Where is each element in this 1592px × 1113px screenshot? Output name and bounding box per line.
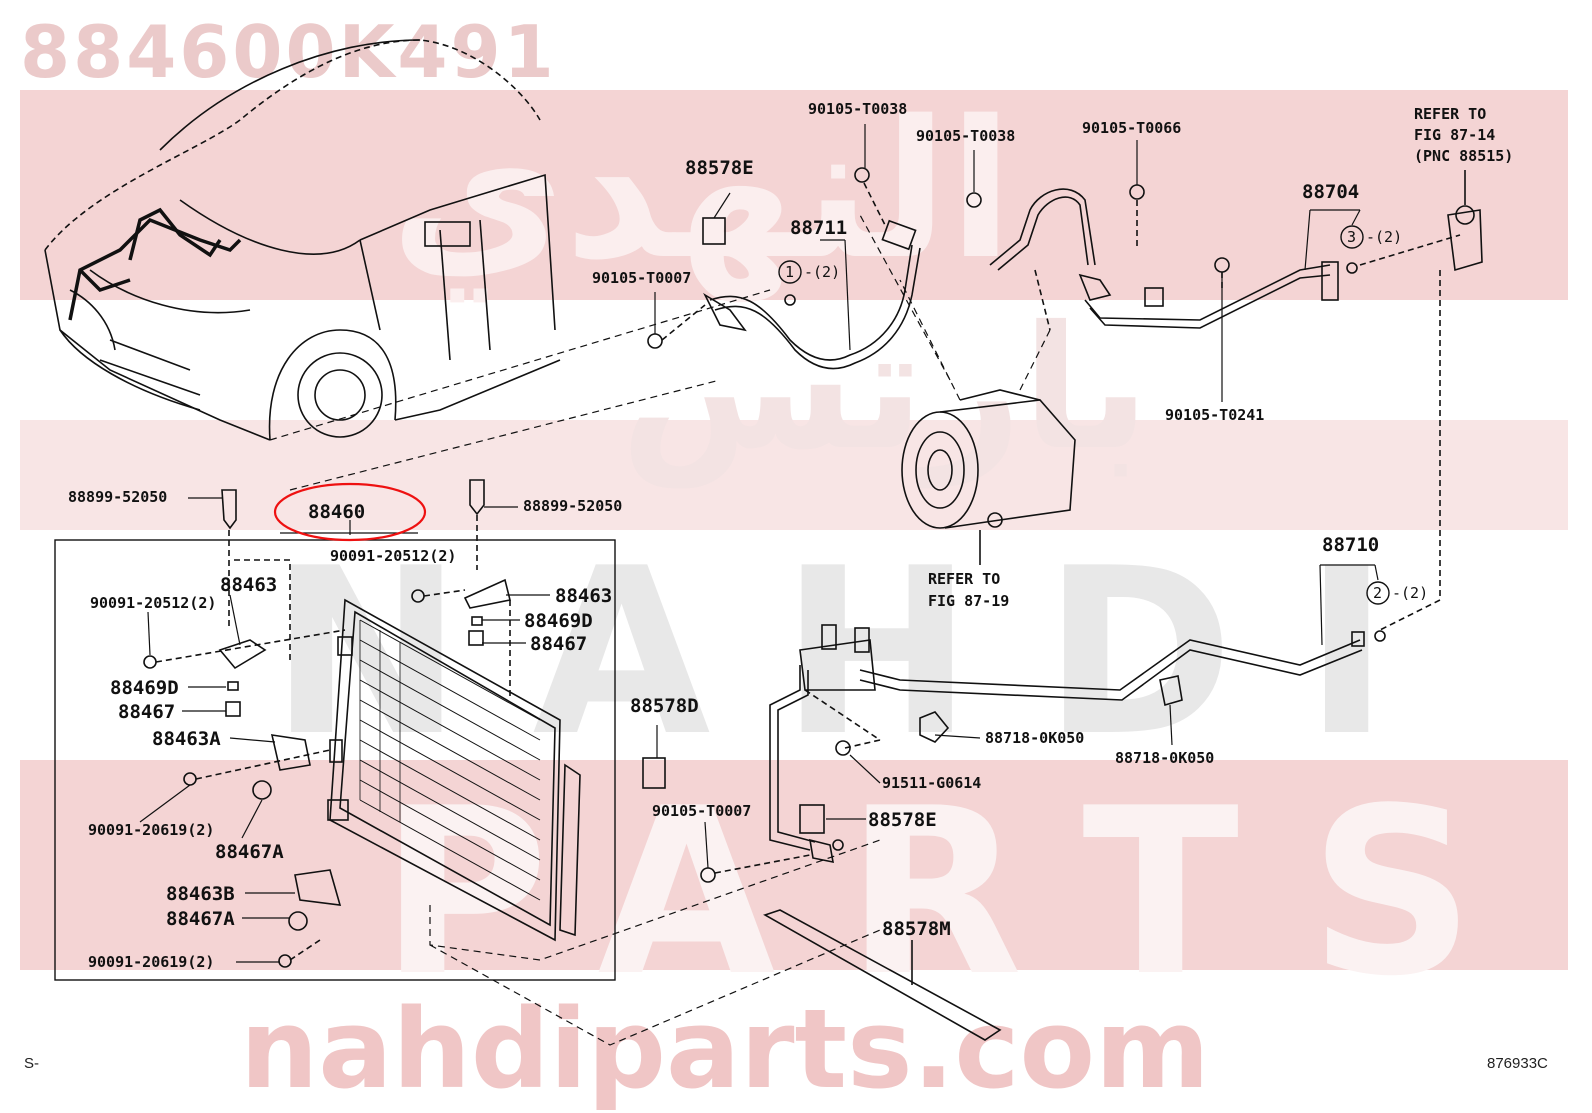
pipe-88710 [769, 624, 1386, 864]
callout-number-3: 3 [1347, 228, 1357, 246]
part-label-88467-right[interactable]: 88467 [530, 633, 588, 655]
pipe-88704 [989, 188, 1358, 329]
part-label-88711[interactable]: 88711 [790, 217, 848, 239]
refer-note-87-14-line3: (PNC 88515) [1414, 147, 1514, 165]
part-label-90105-T0007-bottom[interactable]: 90105-T0007 [652, 802, 752, 820]
part-label-90091-20512-top[interactable]: 90091-20512(2) [330, 547, 457, 565]
part-label-88463A[interactable]: 88463A [152, 728, 221, 750]
part-label-88469D-left[interactable]: 88469D [110, 677, 179, 699]
expansion-valve [1447, 209, 1483, 272]
part-label-88578M[interactable]: 88578M [882, 918, 951, 940]
part-label-90091-20619-lower[interactable]: 90091-20619(2) [88, 953, 215, 971]
watermark-part-number: 884600K491 [20, 10, 557, 94]
part-label-90105-T0038-a[interactable]: 90105-T0038 [808, 100, 908, 118]
watermark-arabic-middle: بارتس [620, 290, 1150, 488]
part-label-90105-T0241[interactable]: 90105-T0241 [1165, 406, 1265, 424]
watermark-band-middle [20, 420, 1568, 530]
callout-number-1: 1 [785, 263, 795, 281]
callout-circle-3 [1340, 225, 1364, 249]
refer-note-87-19-line2: FIG 87-19 [928, 592, 1010, 610]
callout-circle-2 [1366, 581, 1390, 605]
condenser-hardware [143, 479, 511, 968]
hose-88711 [703, 219, 921, 370]
condenser-illustration [327, 598, 581, 942]
part-label-88463-left[interactable]: 88463 [220, 574, 278, 596]
part-label-88899-52050-left[interactable]: 88899-52050 [68, 488, 168, 506]
part-label-90091-20619-upper[interactable]: 90091-20619(2) [88, 821, 215, 839]
refer-note-87-14-line1: REFER TO [1414, 105, 1487, 123]
highlight-ellipse [273, 482, 427, 542]
part-label-90091-20512-left[interactable]: 90091-20512(2) [90, 594, 217, 612]
watermark-band-top [20, 90, 1568, 300]
callout-circle-1 [778, 260, 802, 284]
part-label-88710[interactable]: 88710 [1322, 534, 1380, 556]
corner-prefix: S- [24, 1055, 39, 1072]
part-label-88718-0K050-a[interactable]: 88718-0K050 [985, 729, 1085, 747]
callout-qty-3: -(2) [1366, 228, 1403, 246]
callout-qty-2: -(2) [1392, 584, 1429, 602]
part-label-88469D-right[interactable]: 88469D [524, 610, 593, 632]
part-label-88463-right[interactable]: 88463 [555, 585, 613, 607]
part-label-88578D[interactable]: 88578D [630, 695, 699, 717]
part-label-88899-52050-right[interactable]: 88899-52050 [523, 497, 623, 515]
part-label-88718-0K050-b[interactable]: 88718-0K050 [1115, 749, 1215, 767]
part-label-88467A-lower[interactable]: 88467A [166, 908, 235, 930]
part-label-90105-T0007-top[interactable]: 90105-T0007 [592, 269, 692, 287]
watermark-site: nahdiparts.com [240, 985, 1210, 1113]
bar-88578M [763, 909, 1002, 1041]
part-label-88578E-top[interactable]: 88578E [685, 157, 754, 179]
watermark-parts: PARTS [380, 760, 1545, 1027]
part-label-88704[interactable]: 88704 [1302, 181, 1360, 203]
part-label-88460[interactable]: 88460 [308, 501, 366, 523]
part-label-88578E-bottom[interactable]: 88578E [868, 809, 937, 831]
callout-leaders [139, 124, 1379, 963]
callout-number-2: 2 [1373, 584, 1383, 602]
vehicle-illustration [44, 39, 561, 441]
part-label-88463B[interactable]: 88463B [166, 883, 235, 905]
compressor-illustration [901, 389, 1076, 565]
refer-note-87-14-line2: FIG 87-14 [1414, 126, 1496, 144]
figure-code: 876933C [1487, 1055, 1548, 1072]
part-label-90105-T0066[interactable]: 90105-T0066 [1082, 119, 1182, 137]
part-label-91511-G0614[interactable]: 91511-G0614 [882, 774, 982, 792]
callout-qty-1: -(2) [804, 263, 841, 281]
part-label-88467A-upper[interactable]: 88467A [215, 841, 284, 863]
refer-note-87-19-line1: REFER TO [928, 570, 1001, 588]
part-label-90105-T0038-b[interactable]: 90105-T0038 [916, 127, 1016, 145]
part-label-88467-left[interactable]: 88467 [118, 701, 176, 723]
watermark-band-bottom [20, 760, 1568, 970]
